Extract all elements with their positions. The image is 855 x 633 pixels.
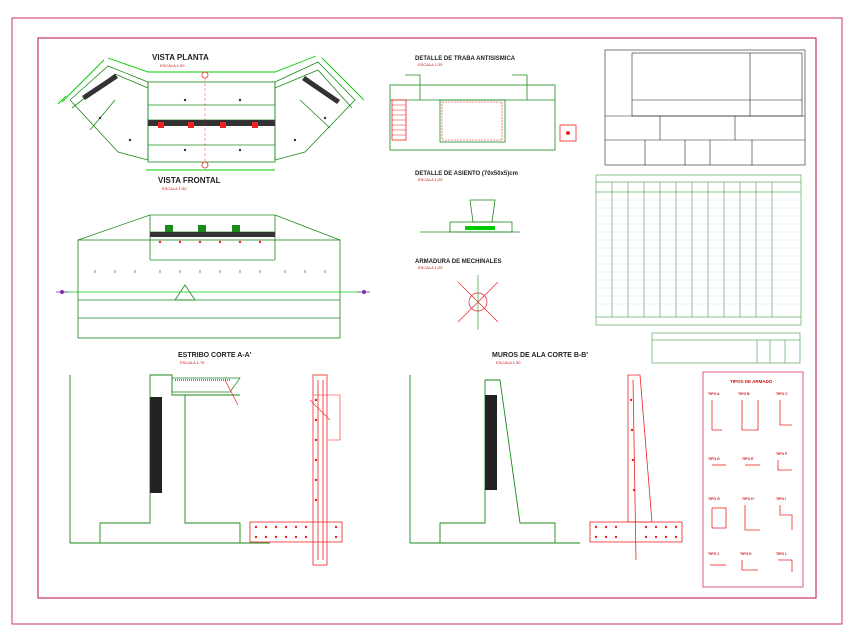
bar-type-label: TIPO G [708,497,720,501]
planta-scale: ESCALA 1:50 [160,63,185,68]
frontal-scale: ESCALA 1:50 [162,186,187,191]
bar-type-label: TIPO B [738,392,750,396]
tipos-panel: TIPOS DE ARMADO TIPO A TIPO B TIPO C TIP… [702,371,804,588]
bar-type-label: TIPO C [776,392,788,396]
muros-scale: ESCALA 1:50 [496,360,521,365]
bar-type-label: TIPO J [708,552,719,556]
tipos-title: TIPOS DE ARMADO [730,379,773,384]
asiento-scale: ESCALA 1:25 [418,177,443,182]
rebar-table-rows [596,199,801,305]
bar-type-label: TIPO F [776,452,788,456]
view-traba: DETALLE DE TRABA ANTISISMICA ESCALA 1:25 [389,56,577,151]
traba-title: DETALLE DE TRABA ANTISISMICA [415,56,516,62]
view-planta: VISTA PLANTA ESCALA 1:50 [57,53,365,171]
asiento-title: DETALLE DE ASIENTO (70x50x5)cm [415,171,518,177]
summary-table [651,332,801,364]
muros-title: MUROS DE ALA CORTE B-B' [492,352,588,359]
outer-border [11,17,843,625]
bar-type-label: TIPO I [776,497,786,501]
bar-type-label: TIPO E [742,457,754,461]
view-mechinales: ARMADURA DE MECHINALES ESCALA 1:25 [415,259,501,330]
view-frontal: VISTA FRONTAL ESCALA 1:50 [56,176,370,339]
title-block [604,49,806,166]
rebar-table [595,174,802,326]
estribo-scale: ESCALA 1:75 [180,360,205,365]
bar-type-label: TIPO H [742,497,754,501]
view-muros: MUROS DE ALA CORTE B-B' ESCALA 1:50 [409,352,683,561]
traba-scale: ESCALA 1:25 [418,62,443,67]
bar-type-label: TIPO D [708,457,720,461]
estribo-title: ESTRIBO CORTE A-A' [178,352,252,359]
bar-type-label: TIPO L [776,552,788,556]
frontal-title: VISTA FRONTAL [158,176,221,185]
view-estribo: ESTRIBO CORTE A-A' ESCALA 1:75 [69,352,343,566]
bar-type-label: TIPO K [740,552,752,556]
view-asiento: DETALLE DE ASIENTO (70x50x5)cm ESCALA 1:… [415,171,520,233]
bar-type-label: TIPO A [708,392,720,396]
planta-title: VISTA PLANTA [152,53,209,62]
inner-border [37,37,817,599]
mechinales-scale: ESCALA 1:25 [418,265,443,270]
mechinales-title: ARMADURA DE MECHINALES [415,259,501,265]
